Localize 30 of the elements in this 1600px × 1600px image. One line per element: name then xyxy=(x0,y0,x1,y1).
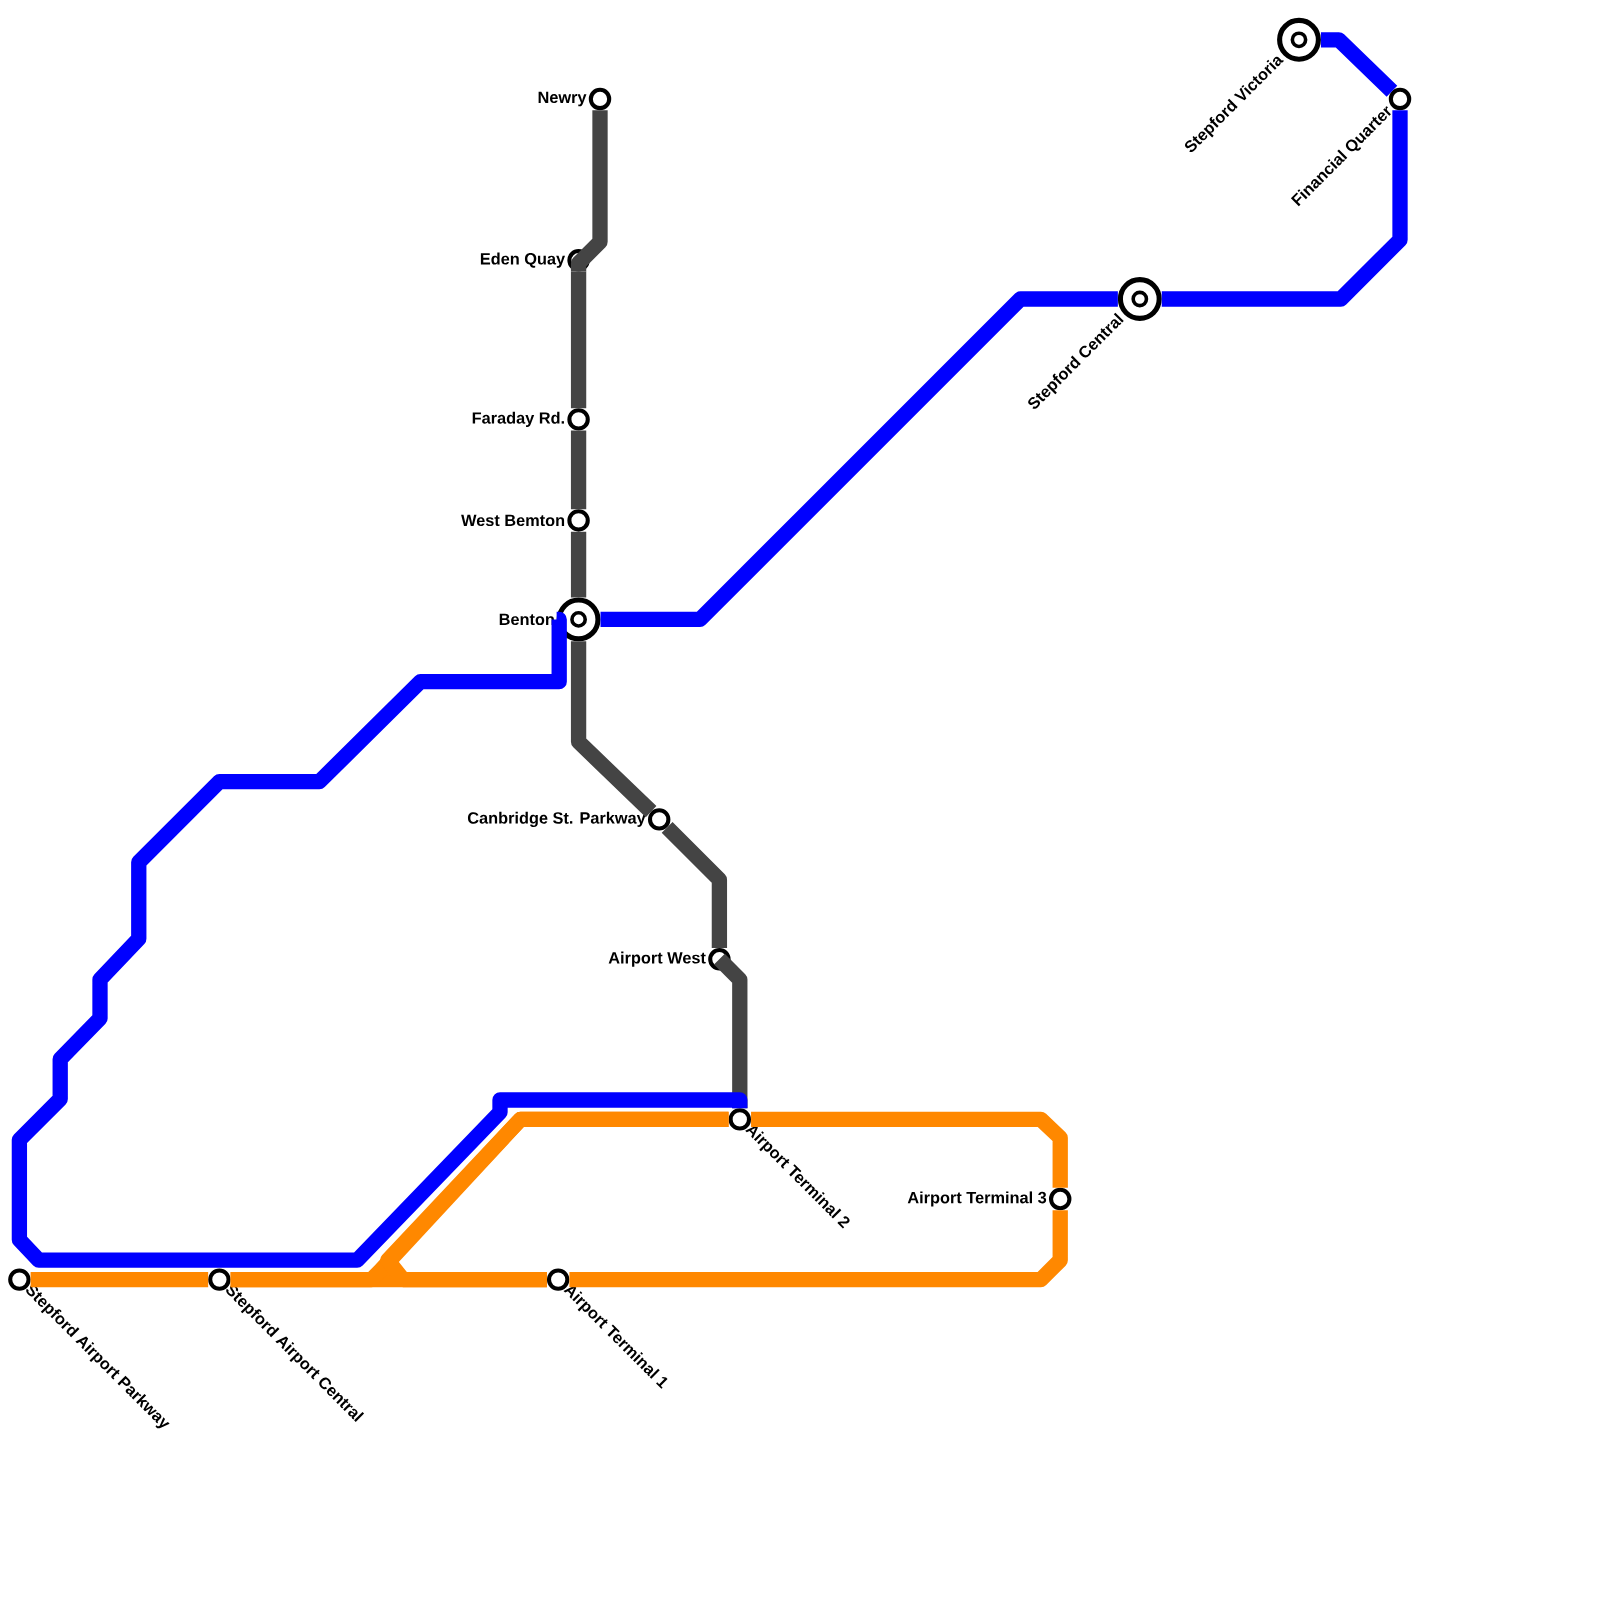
route-line xyxy=(661,821,728,948)
route-line xyxy=(570,531,587,598)
route-line xyxy=(380,1111,729,1288)
station: Airport West xyxy=(608,947,731,971)
route-line xyxy=(570,641,657,818)
route-line xyxy=(11,611,748,1268)
route-line xyxy=(1320,32,1398,97)
route-line xyxy=(570,110,608,272)
station: Canbridge St. Parkway xyxy=(467,808,671,831)
route-line xyxy=(570,430,587,510)
route-line xyxy=(1161,110,1408,307)
node-label: Newry xyxy=(538,91,587,107)
station: Newry xyxy=(538,87,612,111)
node-label: Airport Terminal 3 xyxy=(907,1191,1047,1207)
route-line xyxy=(751,1111,1068,1188)
route-line xyxy=(30,1271,209,1288)
node-label: Eden Quay xyxy=(480,252,566,268)
node-label: Canbridge St. Parkway xyxy=(467,811,646,828)
station: Airport Terminal 3 xyxy=(907,1187,1072,1211)
node-label: Airport West xyxy=(608,951,706,967)
route-line xyxy=(600,291,1118,628)
node-label: Faraday Rd. xyxy=(472,411,564,428)
node-label: West Bemton xyxy=(461,514,565,527)
node-label: Benton xyxy=(499,613,554,626)
station: Eden Quay xyxy=(480,249,590,272)
route-line xyxy=(570,271,587,409)
route-line xyxy=(569,1210,1068,1288)
station: West Bemton xyxy=(461,509,590,532)
station: Benton xyxy=(499,597,601,642)
station: Faraday Rd. xyxy=(472,408,590,431)
